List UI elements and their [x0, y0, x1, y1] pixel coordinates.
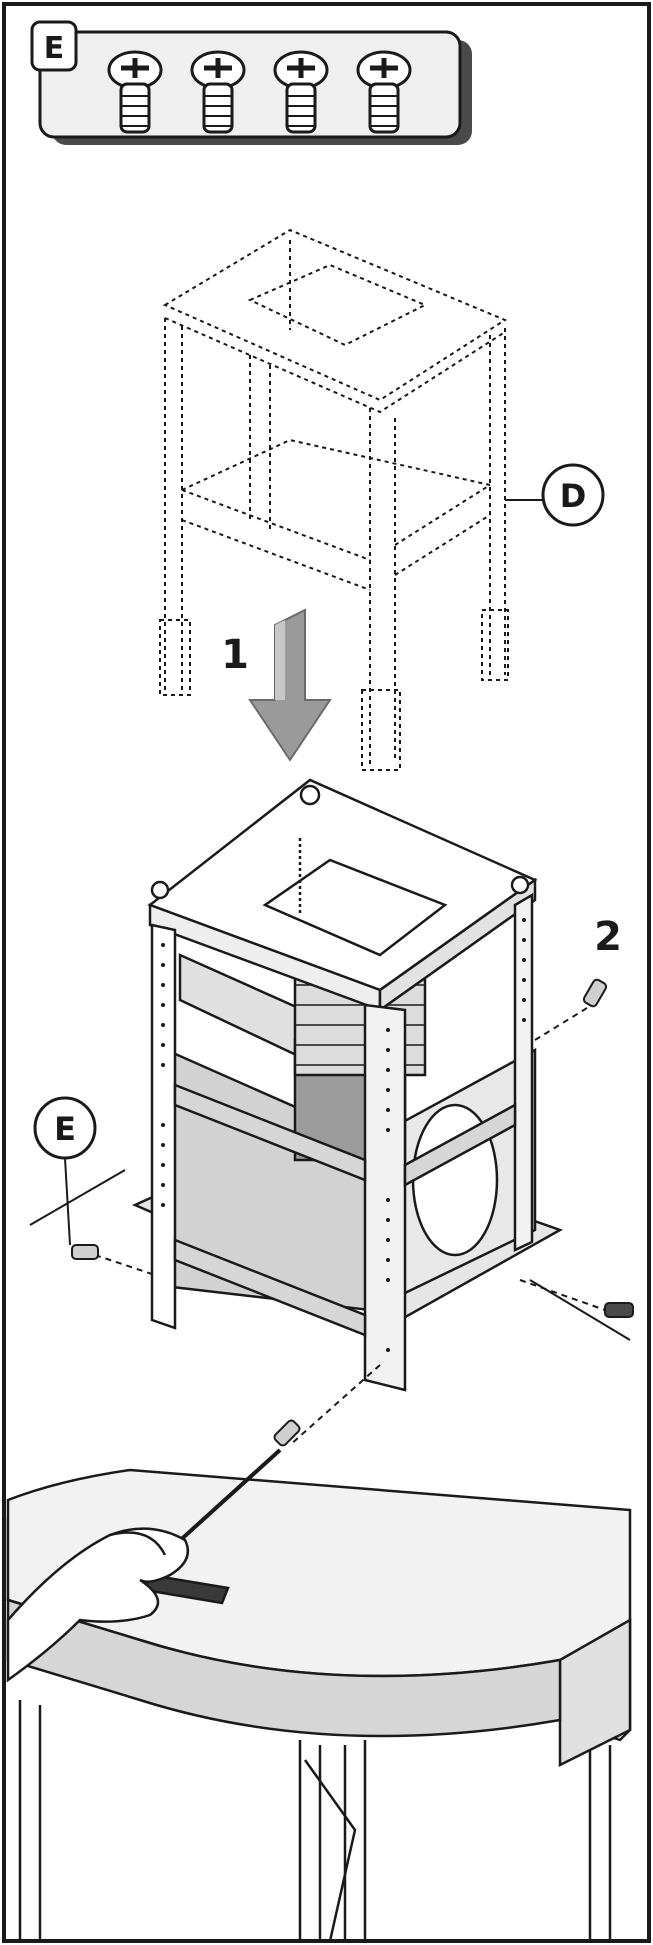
- screw-icon: [273, 50, 329, 134]
- step-2-label: 2: [594, 914, 622, 960]
- frame-d-outline: [159, 228, 509, 771]
- frame-d-label: D: [560, 477, 587, 515]
- screw-icon: [71, 1244, 99, 1260]
- screw-icon: [604, 1302, 634, 1318]
- screw-e-label: E: [54, 1110, 76, 1148]
- ceiling-guide-line: [29, 1169, 631, 1341]
- hand-screwdriver: [6, 1448, 282, 1683]
- screw-e-callout: E: [33, 1096, 97, 1246]
- screw-icon: [190, 50, 246, 134]
- screws-box-tag: [30, 20, 78, 72]
- screw-icon: [582, 978, 608, 1008]
- screw-icon: [273, 1419, 301, 1447]
- screws-box: E: [30, 20, 472, 145]
- screws-box-label: E: [44, 31, 65, 66]
- screw-icon: [107, 50, 163, 134]
- insert-screws: [71, 978, 634, 1447]
- step-1-label: 1: [221, 632, 249, 678]
- lower-arrow: [248, 608, 332, 762]
- hood-assembly: [131, 778, 564, 1392]
- screw-icon: [356, 50, 412, 134]
- frame-d-callout: D: [505, 463, 605, 527]
